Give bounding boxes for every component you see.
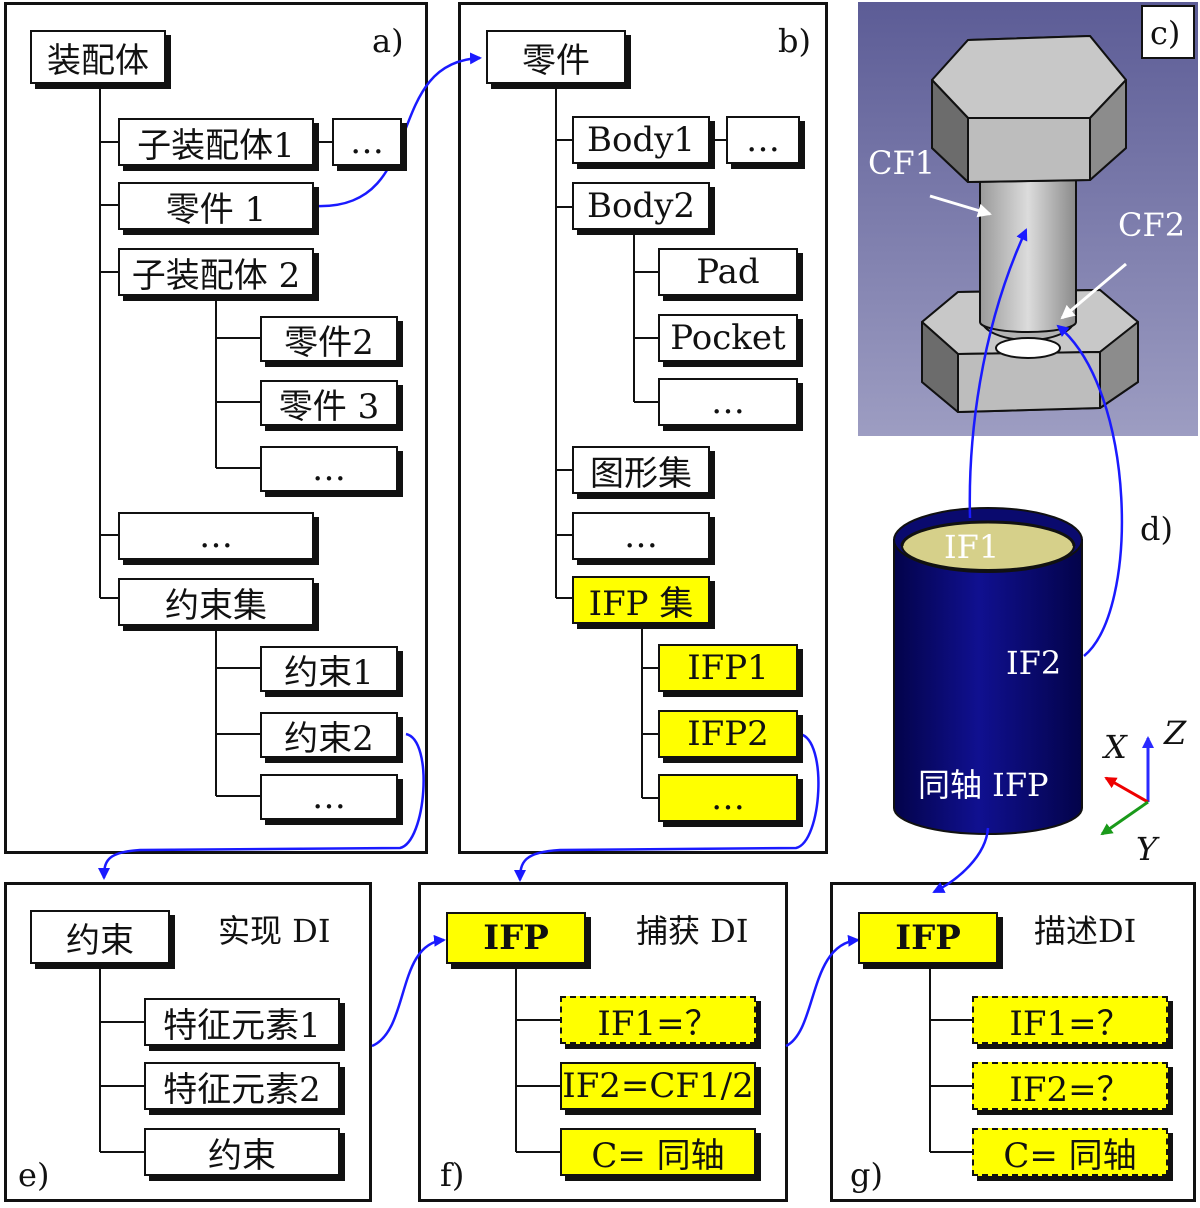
tree-node: 零件 3 [260, 380, 398, 427]
tree-node: 约束 [144, 1128, 340, 1176]
tree-root-ifp: IFP [446, 912, 586, 964]
tree-node-ifp: … [658, 774, 798, 822]
tree-node: 零件2 [260, 316, 398, 363]
panel-e-tag: e) [18, 1156, 50, 1194]
tree-node: … [726, 116, 800, 164]
tree-node: … [260, 774, 398, 820]
tree-root-ifp: IFP [858, 912, 998, 964]
tree-node: 子装配体1 [118, 118, 314, 166]
panel-a-tag: a) [372, 22, 404, 60]
panel-b-tag: b) [778, 22, 811, 60]
label-cf2: CF2 [1118, 206, 1186, 244]
tree-node: … [658, 378, 798, 426]
tree-node: 特征元素1 [144, 998, 340, 1046]
panel-g-tag: g) [850, 1156, 883, 1194]
tree-node: Pad [658, 248, 798, 296]
tree-node-if1: IF1=？ [972, 996, 1168, 1044]
panel-f-tag: f) [440, 1156, 465, 1194]
tree-node-constraint: C= 同轴 [972, 1128, 1168, 1176]
axis-y-label: Y [1136, 830, 1158, 868]
tree-root-part: 零件 [486, 30, 626, 84]
coordinate-axes [1100, 736, 1154, 836]
tree-node: 图形集 [572, 446, 710, 494]
tree-node-if2: IF2=？ [972, 1062, 1168, 1110]
label-if1: IF1 [944, 528, 1000, 566]
axis-x-label: X [1104, 728, 1127, 766]
tree-node: 约束2 [260, 712, 398, 759]
tree-node: … [118, 512, 314, 560]
tree-node-if2: IF2=CF1/2 [560, 1062, 756, 1110]
tree-node: 约束集 [118, 578, 314, 626]
tree-root-assembly: 装配体 [30, 30, 166, 84]
panel-g-title: 描述DI [1034, 912, 1137, 950]
panel-e-title: 实现 DI [218, 912, 331, 950]
tree-node-constraint: C= 同轴 [560, 1128, 756, 1176]
tree-node: 约束1 [260, 646, 398, 693]
tree-node: … [572, 512, 710, 560]
panel-d-tag: d) [1140, 510, 1173, 548]
tree-node: Pocket [658, 314, 798, 362]
connector-arrows [98, 52, 1124, 1048]
tree-node: … [332, 118, 402, 166]
tree-node-ifp: IFP1 [658, 644, 798, 692]
tree-node: 特征元素2 [144, 1062, 340, 1110]
tree-node-ifp: IFP2 [658, 710, 798, 758]
tree-root-constraint: 约束 [30, 910, 170, 964]
tree-node: Body1 [572, 116, 710, 164]
tree-node: … [260, 446, 398, 492]
tree-node-if1: IF1=？ [560, 996, 756, 1044]
bolt-3d-model [921, 35, 1139, 413]
panel-c-tag: c) [1150, 14, 1181, 52]
tree-node: Body2 [572, 182, 710, 230]
tree-node: 子装配体 2 [118, 248, 314, 296]
ifp-cylinder [893, 507, 1083, 835]
label-cf1: CF1 [868, 144, 936, 182]
tree-node-ifp-set: IFP 集 [572, 576, 710, 624]
label-coaxial-ifp: 同轴 IFP [918, 766, 1049, 804]
tree-node: 零件 1 [118, 182, 314, 230]
panel-f-title: 捕获 DI [636, 912, 749, 950]
label-if2: IF2 [1006, 644, 1062, 682]
axis-z-label: Z [1164, 714, 1187, 752]
